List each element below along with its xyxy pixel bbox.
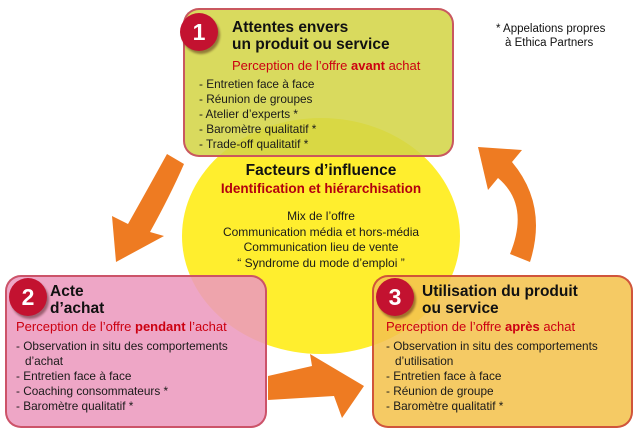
phase-1-subtitle: Perception de l’offre avant achat [232, 58, 421, 73]
phase-1-method-list: - Entretien face à face- Réunion de grou… [199, 77, 446, 152]
phase-3-number-badge: 3 [376, 278, 414, 316]
influence-item: Communication lieu de vente [243, 240, 399, 254]
cycle-arrow-2-to-3-icon [268, 354, 364, 418]
method-item: - Entretien face à face [199, 77, 315, 91]
footnote-line2: à Ethica Partners [505, 37, 594, 49]
phase-2-method-list: - Observation in situ des comportements … [16, 339, 260, 414]
method-item: - Entretien face à face [16, 369, 132, 383]
phase-3-method-list: - Observation in situ des comportements … [386, 339, 626, 414]
phase-1-number-badge: 1 [180, 13, 218, 51]
cycle-arrow-3-to-1-icon [478, 147, 536, 262]
influence-item: “ Syndrome du mode d’emploi ” [237, 255, 405, 270]
phase-2-subtitle: Perception de l’offre pendant l’achat [16, 319, 227, 334]
method-item: - Trade-off qualitatif * [199, 137, 309, 151]
method-item: - Réunion de groupes [199, 92, 313, 106]
influence-item: Mix de l’offre [287, 209, 355, 223]
circle-subtitle: Identification et hiérarchisation [220, 181, 422, 196]
circle-title: Facteurs d’influence [245, 162, 397, 179]
method-item: - Coaching consommateurs * [16, 384, 169, 398]
footnote: * Appelations propres à Ethica Partners [496, 22, 605, 50]
method-item: - Baromètre qualitatif * [16, 399, 134, 413]
phase-2-number-badge: 2 [9, 278, 47, 316]
method-item: - Observation in situ des comportements … [16, 339, 228, 368]
method-item: - Baromètre qualitatif * [199, 122, 317, 136]
influence-item: Communication média et hors-média [222, 224, 420, 239]
method-item: - Baromètre qualitatif * [386, 399, 504, 413]
footnote-line1: * Appelations propres [496, 23, 606, 35]
method-item: - Réunion de groupe [386, 384, 494, 398]
method-item: - Observation in situ des comportements … [386, 339, 598, 368]
method-item: - Atelier d’experts * [199, 107, 299, 121]
method-item: - Entretien face à face [386, 369, 502, 383]
cycle-arrow-1-to-2-icon [112, 154, 184, 262]
phase-3-subtitle: Perception de l’offre après achat [386, 319, 576, 334]
